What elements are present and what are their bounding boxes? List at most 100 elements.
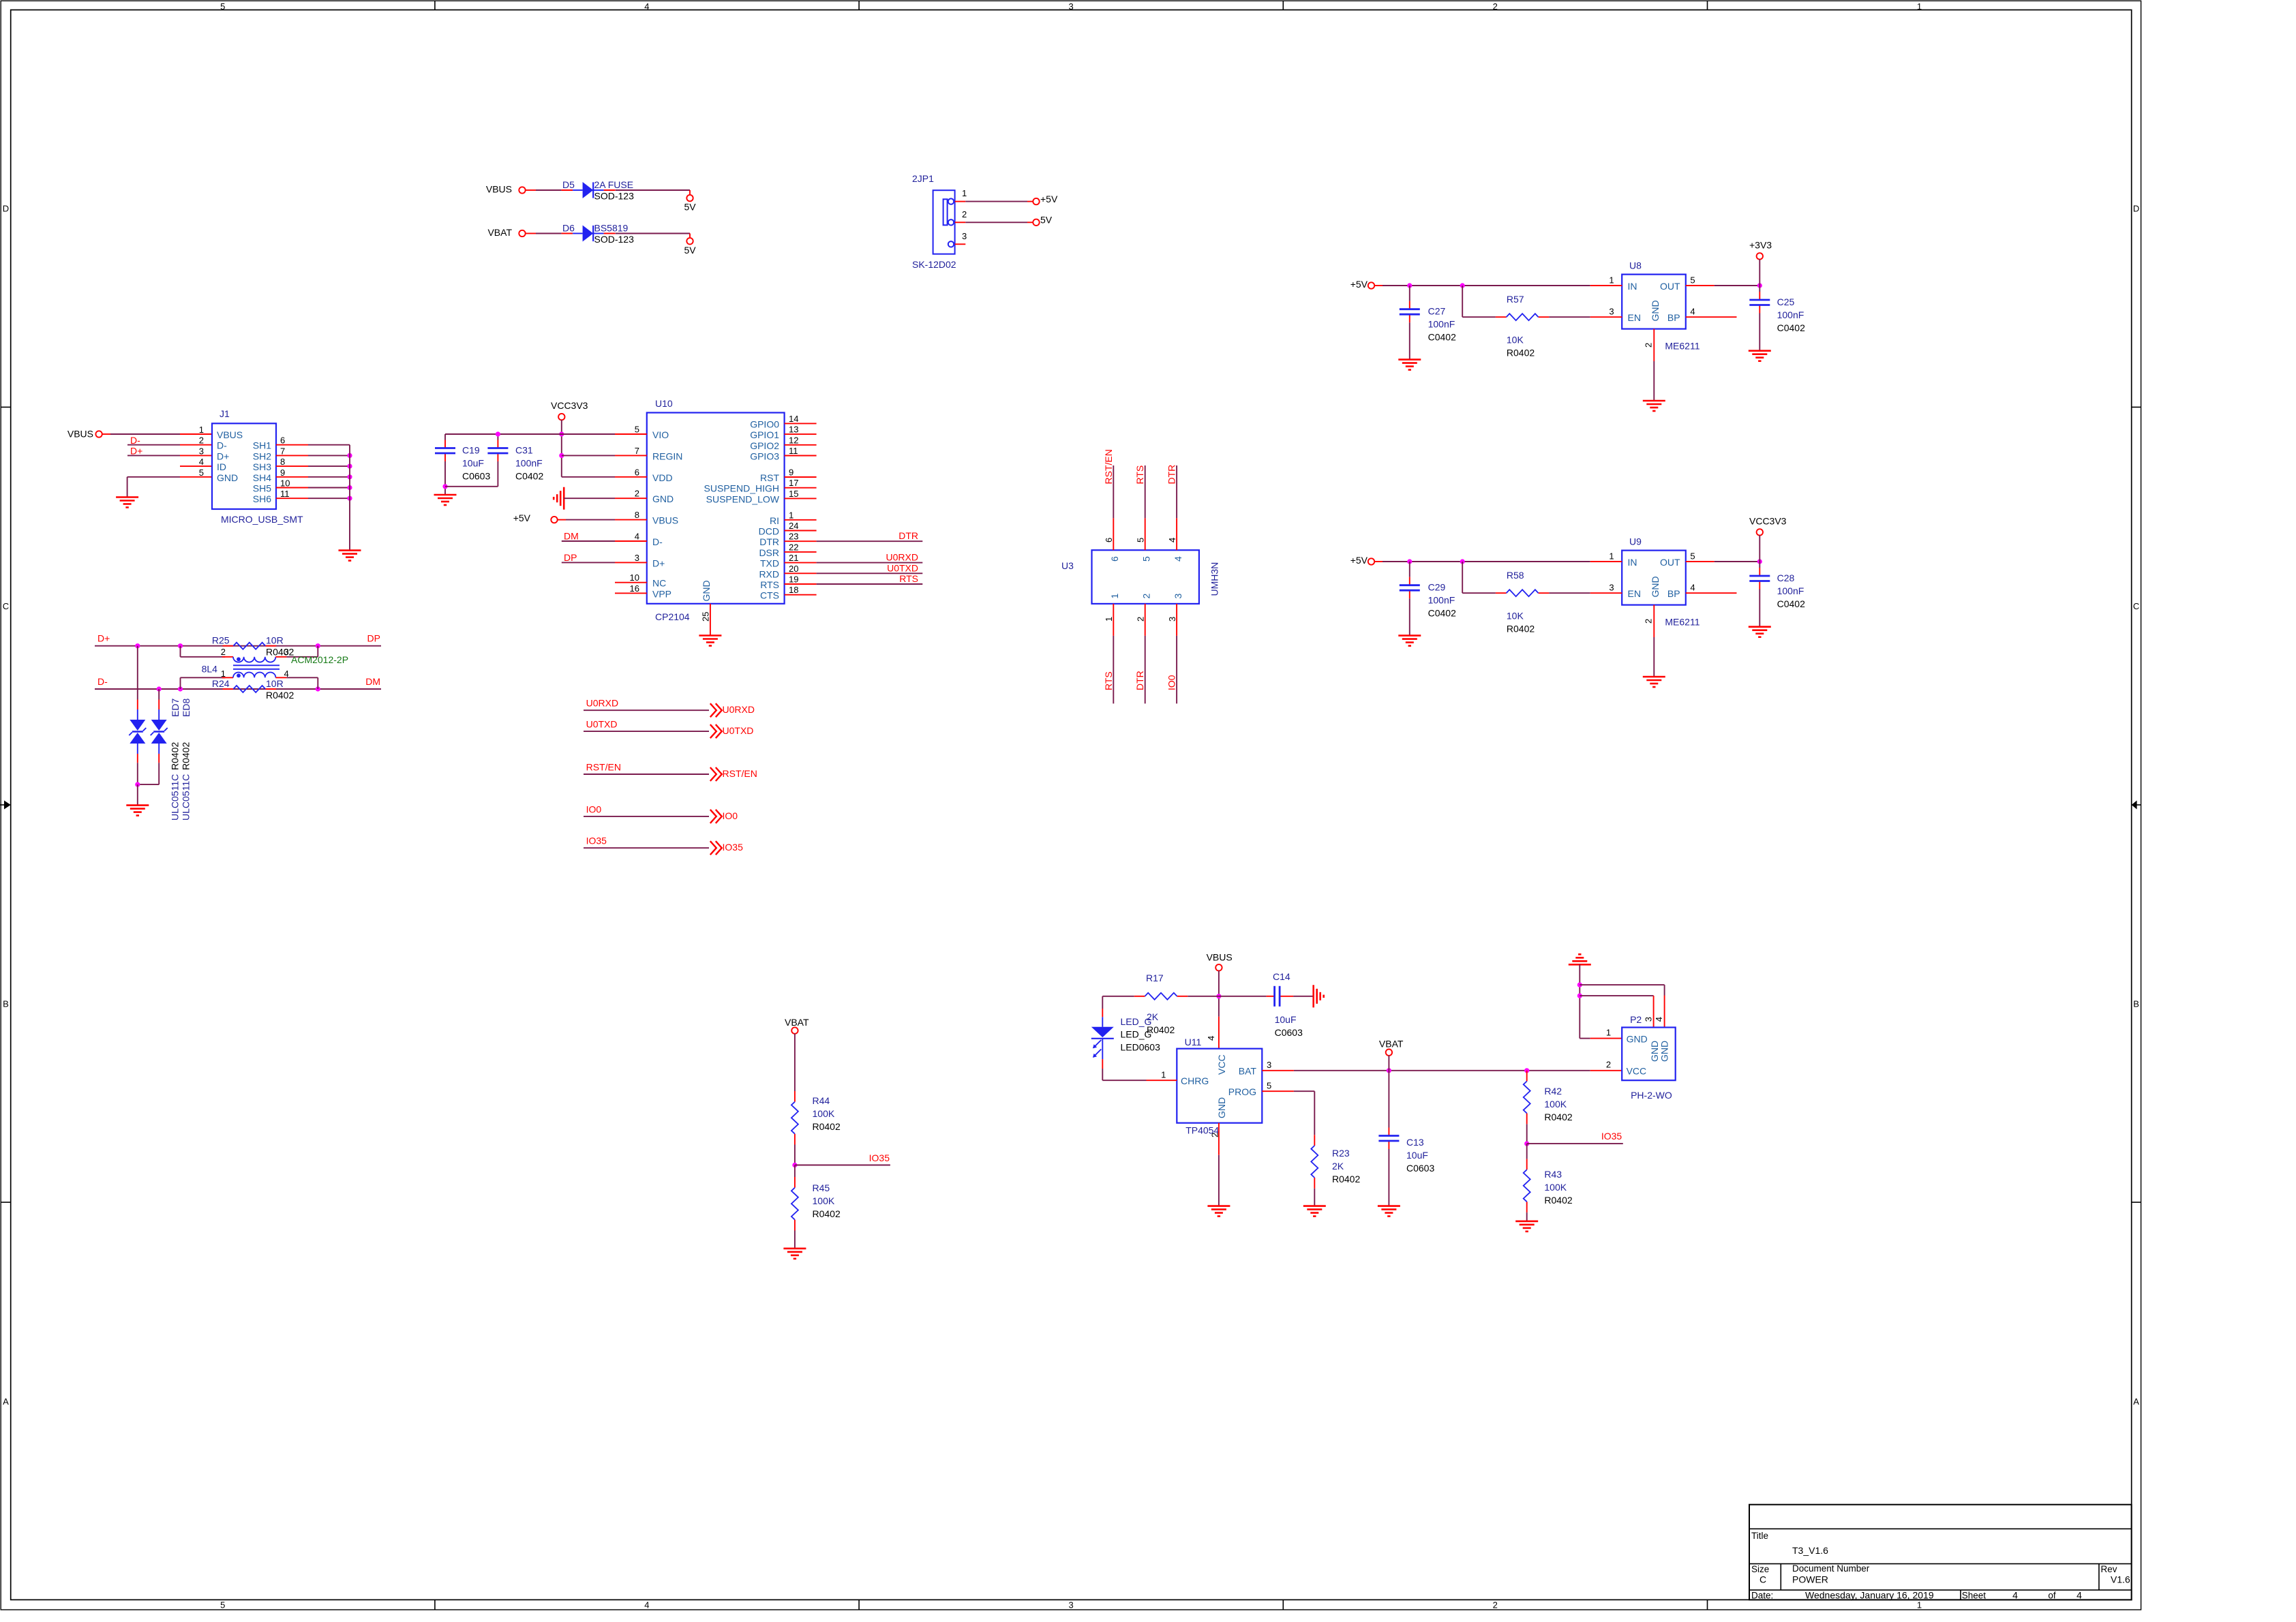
svg-text:5: 5 xyxy=(635,425,639,435)
svg-text:LED_G: LED_G xyxy=(1121,1029,1152,1040)
svg-text:DTR: DTR xyxy=(759,536,779,547)
svg-text:C: C xyxy=(2133,601,2139,611)
svg-text:R0402: R0402 xyxy=(1147,1024,1175,1035)
svg-text:4: 4 xyxy=(1690,307,1695,317)
svg-text:DCD: DCD xyxy=(759,526,779,537)
svg-text:V1.6: V1.6 xyxy=(2111,1574,2130,1585)
svg-text:D+: D+ xyxy=(652,557,665,568)
svg-text:R0402: R0402 xyxy=(180,742,191,770)
svg-text:14: 14 xyxy=(789,414,798,424)
svg-text:DTR: DTR xyxy=(898,530,918,541)
svg-text:4: 4 xyxy=(2012,1590,2018,1601)
svg-text:C13: C13 xyxy=(1406,1137,1424,1148)
svg-text:U0TXD: U0TXD xyxy=(723,725,754,736)
svg-text:25: 25 xyxy=(701,612,711,622)
svg-text:REGIN: REGIN xyxy=(652,450,682,461)
svg-text:2K: 2K xyxy=(1147,1011,1159,1022)
svg-text:100nF: 100nF xyxy=(1428,595,1455,606)
svg-text:100K: 100K xyxy=(1544,1099,1567,1110)
svg-text:D-: D- xyxy=(97,676,108,687)
svg-text:SH1: SH1 xyxy=(253,440,271,451)
svg-text:2A FUSE: 2A FUSE xyxy=(594,179,634,190)
svg-text:3: 3 xyxy=(1609,307,1614,317)
svg-text:R42: R42 xyxy=(1544,1086,1562,1097)
svg-text:D+: D+ xyxy=(217,450,229,461)
svg-text:VBAT: VBAT xyxy=(785,1017,809,1028)
svg-text:RTS: RTS xyxy=(1103,671,1114,690)
svg-text:4: 4 xyxy=(644,1600,649,1610)
svg-text:IN: IN xyxy=(1628,281,1637,292)
svg-text:SH6: SH6 xyxy=(253,493,271,504)
svg-text:U0TXD: U0TXD xyxy=(586,719,618,730)
svg-text:100nF: 100nF xyxy=(1777,309,1804,320)
svg-text:D: D xyxy=(3,204,9,214)
svg-text:100K: 100K xyxy=(813,1195,835,1206)
svg-text:VBUS: VBUS xyxy=(486,184,512,195)
svg-text:5: 5 xyxy=(1267,1081,1271,1091)
svg-text:LED_G: LED_G xyxy=(1121,1016,1152,1027)
svg-text:D+: D+ xyxy=(97,633,110,644)
svg-text:DSR: DSR xyxy=(759,547,779,558)
svg-text:3: 3 xyxy=(1068,1,1073,12)
svg-text:5V: 5V xyxy=(684,202,696,213)
svg-text:EN: EN xyxy=(1628,312,1641,323)
svg-text:C27: C27 xyxy=(1428,306,1446,317)
svg-text:RST: RST xyxy=(760,472,779,483)
svg-text:5: 5 xyxy=(1690,551,1695,562)
svg-text:+5V: +5V xyxy=(1350,555,1368,566)
svg-text:1: 1 xyxy=(1104,617,1114,622)
svg-text:R58: R58 xyxy=(1507,570,1524,581)
svg-text:GPIO2: GPIO2 xyxy=(750,440,779,451)
svg-text:GND: GND xyxy=(217,472,238,483)
svg-text:Document Number: Document Number xyxy=(1792,1563,1870,1574)
svg-text:SH2: SH2 xyxy=(253,450,271,461)
svg-text:DM: DM xyxy=(564,531,579,542)
svg-text:R0402: R0402 xyxy=(266,647,294,658)
svg-text:3: 3 xyxy=(284,647,289,657)
svg-text:SH5: SH5 xyxy=(253,483,271,494)
svg-text:DTR: DTR xyxy=(1166,465,1177,485)
svg-text:VBUS: VBUS xyxy=(217,429,243,440)
svg-text:IO0: IO0 xyxy=(586,804,602,814)
svg-text:ULC0511C: ULC0511C xyxy=(180,774,191,821)
svg-text:RTS: RTS xyxy=(1134,465,1145,485)
svg-text:ED8: ED8 xyxy=(181,699,192,717)
svg-text:GND: GND xyxy=(1627,1033,1648,1044)
svg-text:9: 9 xyxy=(789,468,794,478)
svg-text:C0402: C0402 xyxy=(1428,332,1456,343)
svg-text:+3V3: +3V3 xyxy=(1749,240,1772,251)
svg-text:LED0603: LED0603 xyxy=(1121,1042,1161,1053)
svg-text:GND: GND xyxy=(1650,300,1661,321)
svg-text:RXD: RXD xyxy=(759,568,779,579)
svg-text:VCC: VCC xyxy=(1216,1054,1227,1075)
svg-text:11: 11 xyxy=(789,446,798,456)
svg-text:SH4: SH4 xyxy=(253,472,271,483)
svg-text:IO35: IO35 xyxy=(586,836,607,846)
svg-text:2: 2 xyxy=(1493,1,1498,12)
svg-text:10uF: 10uF xyxy=(462,458,484,469)
svg-text:1: 1 xyxy=(221,669,226,679)
svg-text:TP4054: TP4054 xyxy=(1185,1125,1219,1136)
svg-text:BS5819: BS5819 xyxy=(594,223,629,234)
svg-text:R0402: R0402 xyxy=(1507,624,1535,634)
svg-text:5: 5 xyxy=(220,1,225,12)
svg-text:GND: GND xyxy=(1216,1097,1227,1118)
svg-text:5: 5 xyxy=(1690,275,1695,286)
svg-text:GND: GND xyxy=(701,580,712,601)
svg-text:VBUS: VBUS xyxy=(652,515,678,526)
svg-text:D6: D6 xyxy=(562,223,575,234)
svg-text:9: 9 xyxy=(280,468,285,478)
svg-text:C: C xyxy=(3,601,9,611)
svg-text:10: 10 xyxy=(630,572,639,583)
svg-text:A: A xyxy=(3,1396,9,1407)
svg-text:3: 3 xyxy=(1167,617,1177,622)
svg-text:RST/EN: RST/EN xyxy=(1103,449,1114,484)
svg-text:1: 1 xyxy=(1109,594,1120,599)
svg-text:Date:: Date: xyxy=(1751,1591,1773,1601)
svg-text:VPP: VPP xyxy=(652,588,671,599)
svg-text:GPIO0: GPIO0 xyxy=(750,418,779,429)
svg-text:IO35: IO35 xyxy=(869,1152,890,1163)
svg-text:SUSPEND_HIGH: SUSPEND_HIGH xyxy=(704,483,779,494)
svg-text:ID: ID xyxy=(217,461,226,472)
svg-text:C0402: C0402 xyxy=(1777,322,1805,333)
